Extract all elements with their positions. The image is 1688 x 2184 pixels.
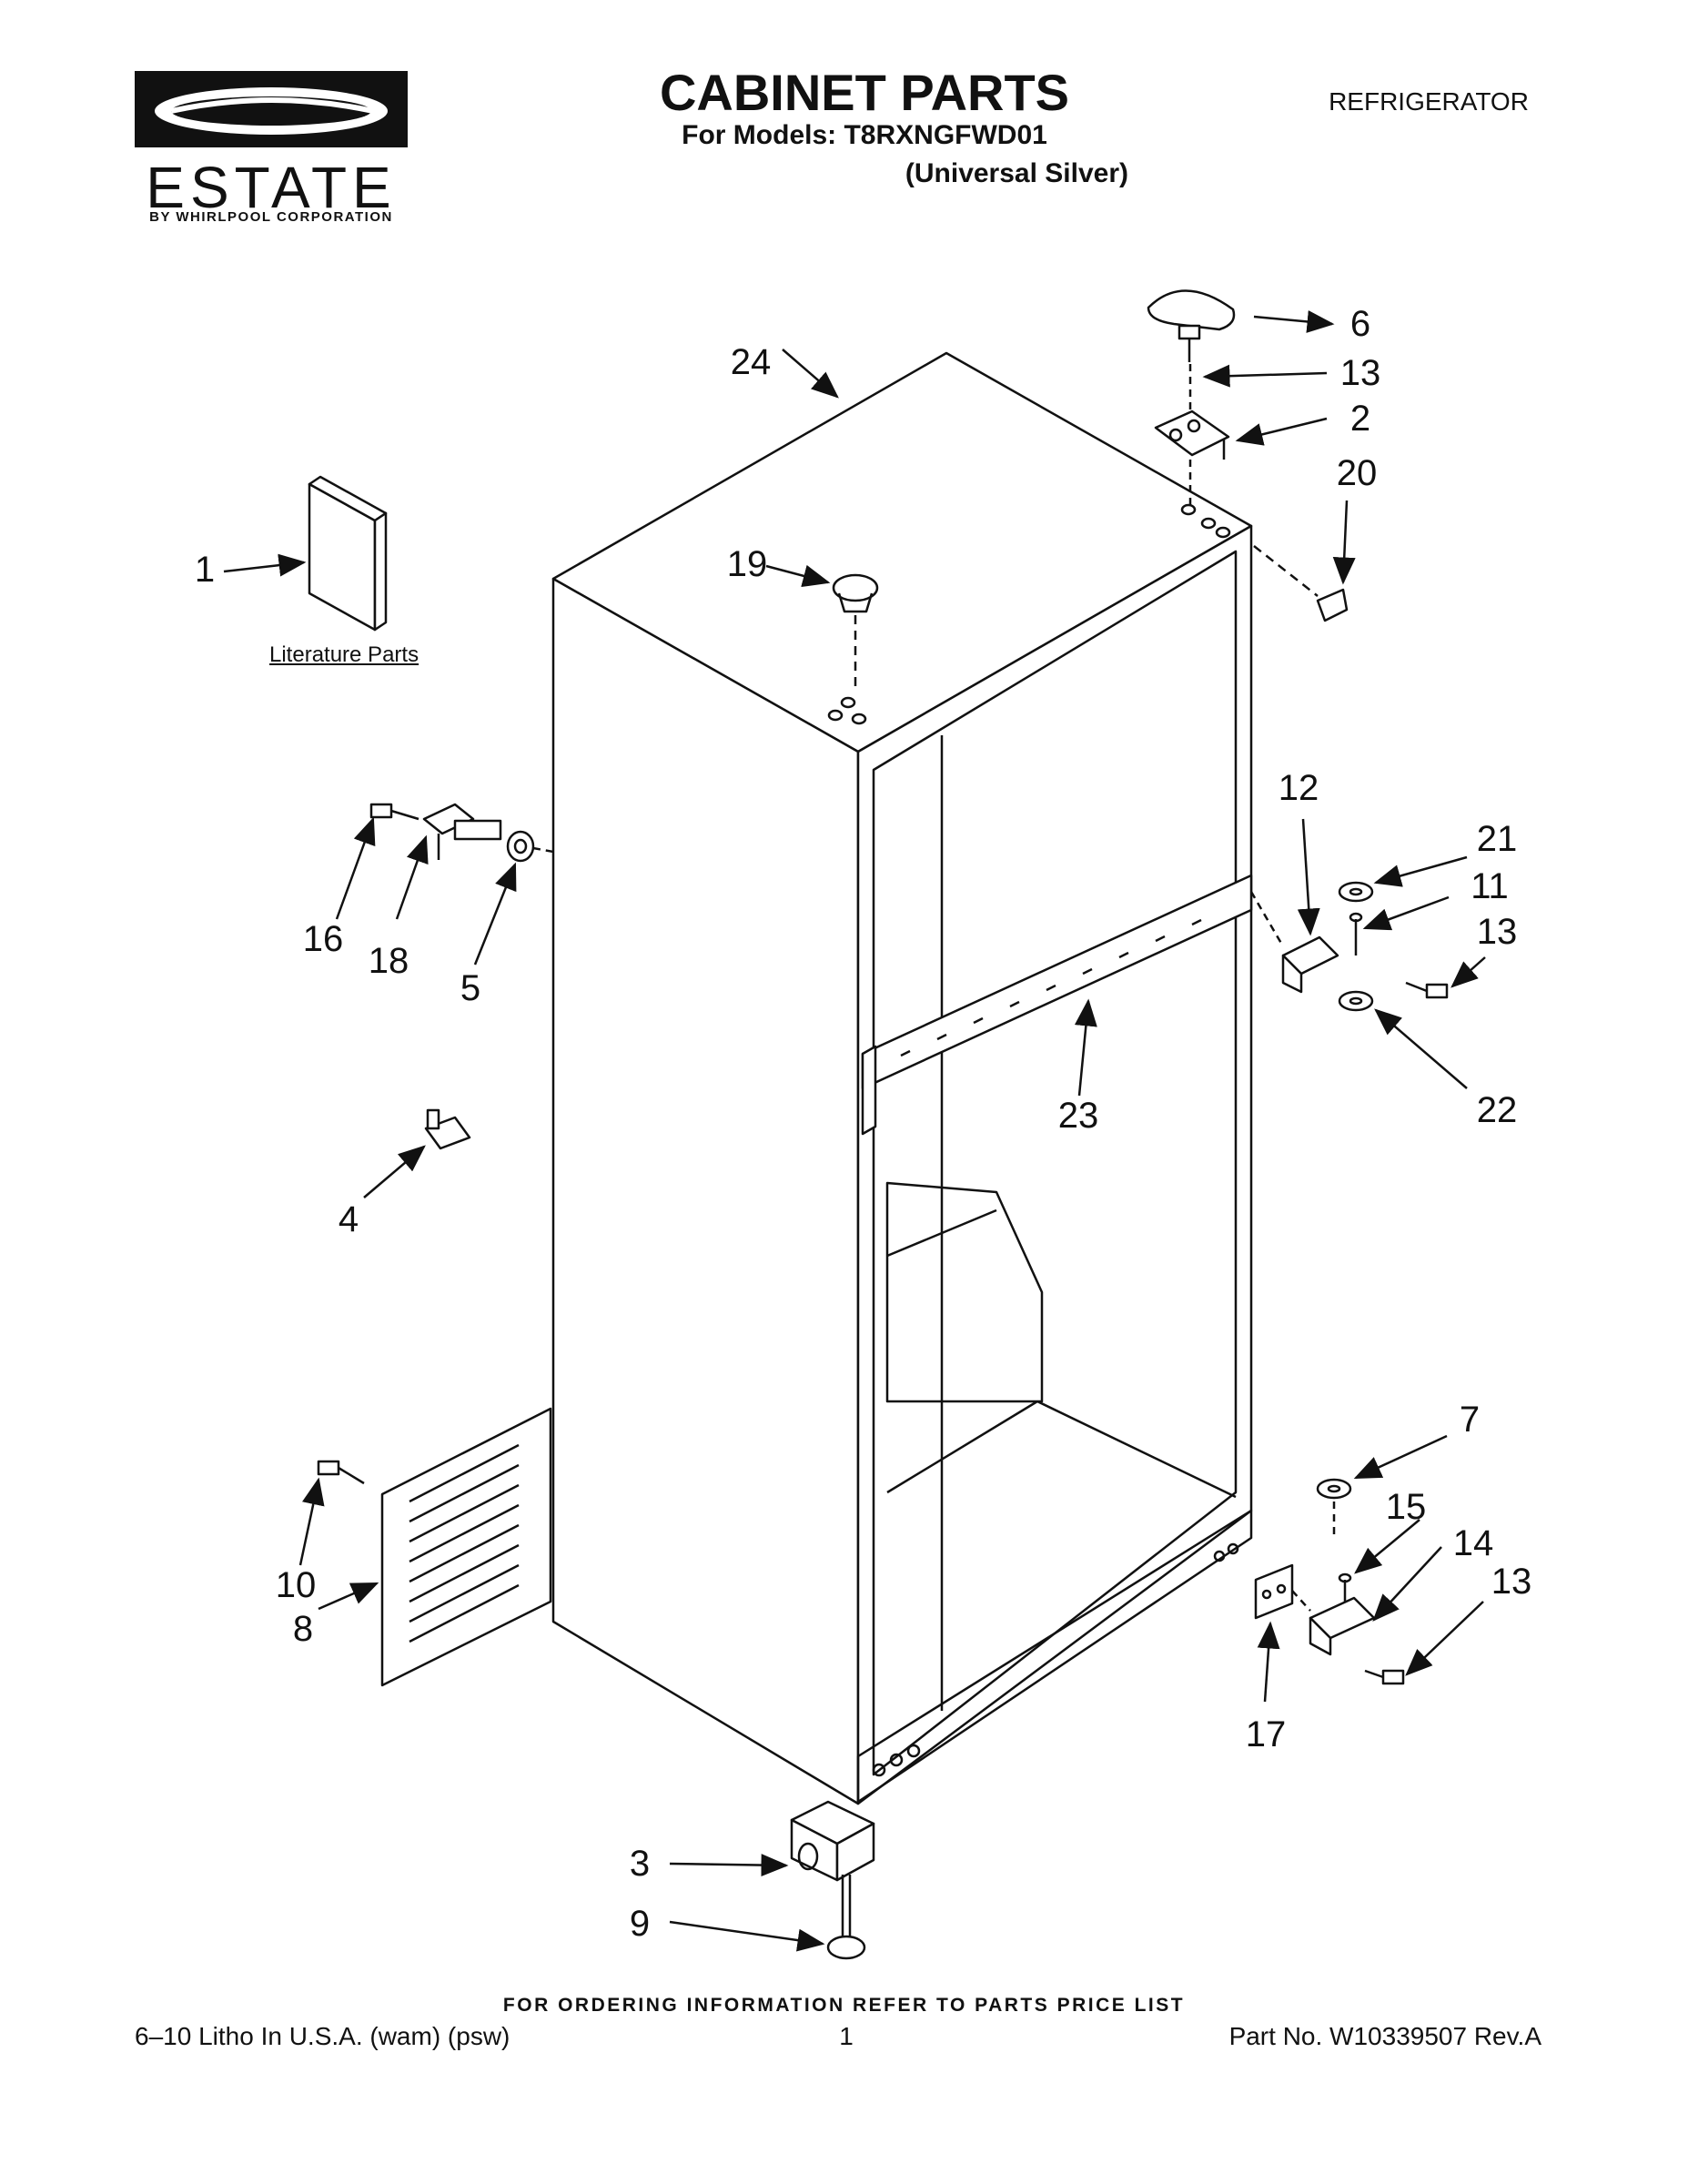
callout-3: 3 (629, 1844, 651, 1884)
part-13-screw-middle (1405, 981, 1449, 999)
callout-18: 18 (368, 941, 409, 981)
part-10-screw (317, 1460, 365, 1485)
callout-7: 7 (1459, 1400, 1481, 1440)
part-3-roller (790, 1800, 875, 1882)
part-14-bottom-hinge (1309, 1596, 1376, 1656)
page-title: CABINET PARTS (659, 64, 1070, 121)
brand-subtitle: BY WHIRLPOOL CORPORATION (149, 209, 393, 225)
callout-13-top: 13 (1339, 353, 1381, 393)
part-8-toe-grille (380, 1407, 552, 1687)
callout-19: 19 (726, 544, 768, 584)
part-6-hinge-cover (1147, 289, 1236, 331)
part-21-washer (1338, 881, 1374, 903)
callout-23: 23 (1057, 1096, 1099, 1136)
part-1-literature (308, 475, 388, 632)
callout-20: 20 (1336, 453, 1378, 493)
part-12-middle-hinge (1249, 891, 1339, 994)
cabinet-body (551, 351, 1253, 1805)
callout-13-bottom: 13 (1491, 1562, 1532, 1602)
estate-swoosh-icon (135, 71, 408, 147)
callout-9: 9 (629, 1904, 651, 1944)
callout-21: 21 (1476, 819, 1518, 859)
callout-2: 2 (1349, 399, 1371, 439)
callout-16: 16 (302, 919, 344, 959)
part-11-hinge-pin (1349, 912, 1363, 956)
callout-17: 17 (1245, 1714, 1287, 1754)
ordering-note: FOR ORDERING INFORMATION REFER TO PARTS … (502, 1995, 1186, 2016)
callout-22: 22 (1476, 1090, 1518, 1130)
part-17-spacer (1254, 1563, 1311, 1620)
part-13-screw-top (1178, 324, 1201, 362)
part-7-washer (1316, 1478, 1352, 1538)
part-22-washer (1338, 990, 1374, 1012)
brand-wordmark: ESTATE (146, 155, 397, 220)
part-23-hinge-rail (861, 874, 1253, 1136)
callout-1: 1 (194, 550, 216, 590)
model-number: For Models: T8RXNGFWD01 (682, 120, 1047, 150)
callout-5: 5 (460, 968, 481, 1008)
callout-14: 14 (1452, 1523, 1494, 1563)
part-2-top-hinge (1154, 364, 1230, 510)
callout-24: 24 (730, 342, 772, 382)
part-9-leveler (826, 1875, 866, 1960)
literature-parts-link[interactable]: Literature Parts (269, 642, 419, 667)
part-19-plug (832, 573, 879, 692)
callout-10: 10 (275, 1565, 317, 1605)
callout-11: 11 (1471, 866, 1509, 906)
callout-12: 12 (1278, 768, 1319, 808)
part-number: Part No. W10339507 Rev.A (1228, 2022, 1541, 2050)
callout-15: 15 (1385, 1487, 1427, 1527)
part-15-hinge-pin (1338, 1572, 1352, 1602)
part-4-clip (424, 1108, 471, 1150)
estate-logo: ESTATE BY WHIRLPOOL CORPORATION (135, 71, 408, 226)
callout-13-middle: 13 (1476, 912, 1518, 952)
callout-4: 4 (338, 1199, 359, 1239)
appliance-category: REFRIGERATOR (1329, 87, 1529, 116)
callout-8: 8 (292, 1609, 314, 1649)
color-variant: (Universal Silver) (905, 158, 1128, 188)
callout-6: 6 (1349, 304, 1371, 344)
part-18-axle-assembly (369, 803, 554, 863)
part-13-screw-bottom (1364, 1669, 1405, 1685)
litho-info: 6–10 Litho In U.S.A. (wam) (psw) (135, 2022, 510, 2050)
part-20-plug (1253, 545, 1349, 622)
page-number: 1 (839, 2022, 854, 2050)
